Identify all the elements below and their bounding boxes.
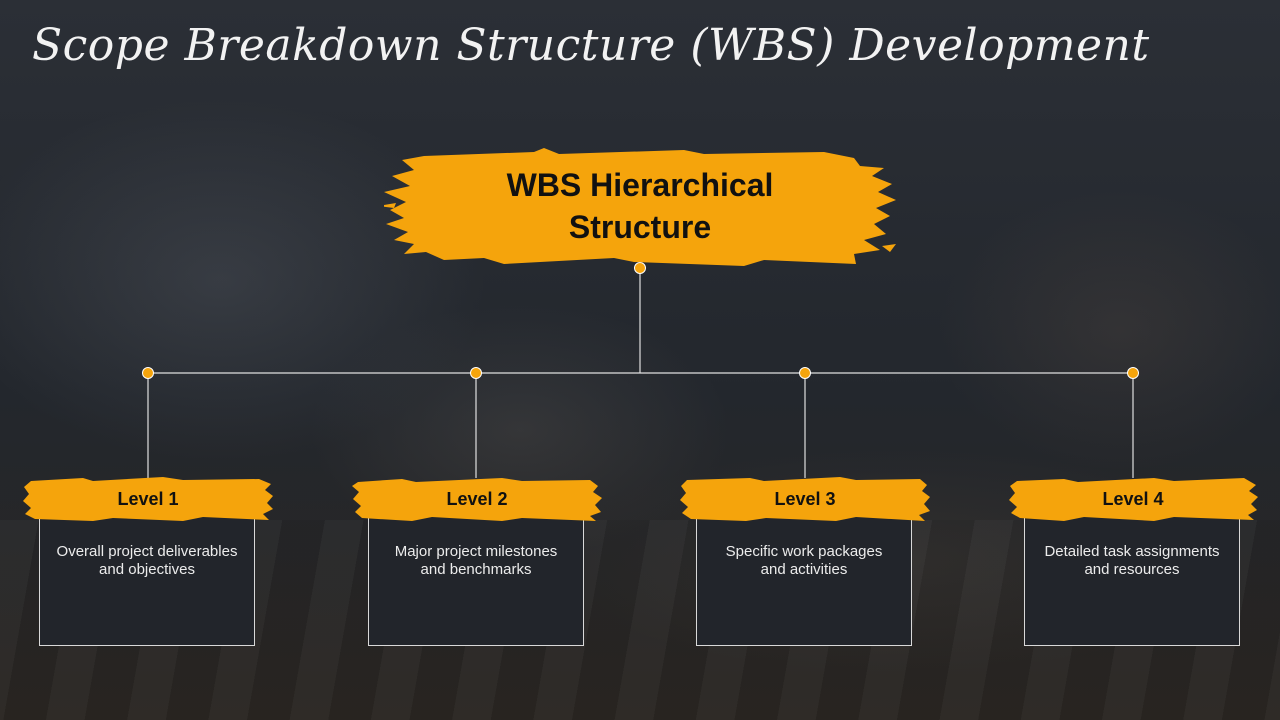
brush-stroke-banner (352, 478, 602, 521)
root-title-line: WBS Hierarchical (506, 167, 774, 203)
brush-stroke-banner (23, 477, 273, 521)
level-label: Level 1 (117, 489, 179, 509)
level-description: Specific work packages and activities (702, 543, 906, 579)
level-label: Level 4 (1102, 489, 1164, 509)
level-label: Level 2 (446, 489, 508, 509)
level-description-line: Overall project deliverables (56, 543, 238, 560)
level-banner: Level 4 (1008, 476, 1258, 522)
brush-stroke-banner (680, 477, 930, 521)
level-banner: Level 3 (680, 476, 930, 522)
page-title: Scope Breakdown Structure (WBS) Developm… (32, 20, 1150, 71)
level-description: Overall project deliverables and objecti… (45, 543, 249, 579)
level-1-node-dot (142, 367, 154, 379)
level-3-card: Level 3 Specific work packages and activ… (680, 476, 930, 648)
level-banner: Level 2 (352, 476, 602, 522)
level-description: Major project milestones and benchmarks (374, 543, 578, 579)
level-2-card: Level 2 Major project milestones and ben… (352, 476, 602, 648)
level-description-line: and benchmarks (420, 561, 532, 578)
level-4-card: Level 4 Detailed task assignments and re… (1008, 476, 1258, 648)
level-4-node-dot (1127, 367, 1139, 379)
level-label: Level 3 (774, 489, 836, 509)
level-description: Detailed task assignments and resources (1030, 543, 1234, 579)
level-description-box (368, 514, 584, 646)
brush-stroke-banner (1009, 478, 1258, 521)
level-3-node-dot (799, 367, 811, 379)
root-node-dot (634, 262, 646, 274)
level-banner: Level 1 (23, 476, 273, 522)
level-description-box (39, 514, 255, 646)
level-description-box (1024, 514, 1240, 646)
root-title-line: Structure (568, 209, 712, 245)
level-2-node-dot (470, 367, 482, 379)
level-description-line: Major project milestones (394, 543, 558, 560)
root-node: WBS Hierarchical Structure (384, 148, 896, 266)
level-description-box (696, 514, 912, 646)
brush-stroke-banner (384, 148, 896, 266)
level-description-line: Detailed task assignments (1044, 543, 1220, 560)
level-description-line: and objectives (99, 561, 195, 578)
level-1-card: Level 1 Overall project deliverables and… (23, 476, 273, 648)
level-description-line: and activities (760, 561, 848, 578)
level-description-line: and resources (1084, 561, 1180, 578)
level-description-line: Specific work packages (725, 543, 883, 560)
root-title: WBS Hierarchical Structure (444, 164, 836, 248)
